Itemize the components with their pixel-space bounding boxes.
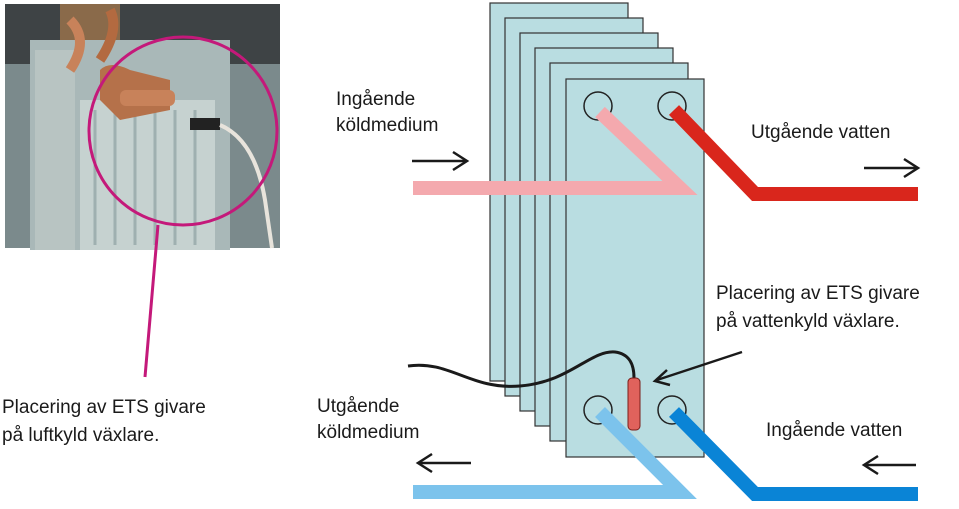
- refrigerant-out-pipe: [413, 407, 697, 499]
- plate-stack: [489, 2, 705, 458]
- refrigerant-out-label-line2: köldmedium: [317, 422, 420, 443]
- water-in-label: Ingående vatten: [766, 420, 903, 441]
- port-bottom-left: [583, 395, 613, 425]
- flow-arrow-right-icon: [412, 150, 470, 172]
- port-top-left: [583, 91, 613, 121]
- ets-water-label-line2: på vattenkyld växlare.: [716, 311, 900, 332]
- water-out-label: Utgående vatten: [751, 122, 891, 143]
- flow-arrow-left-icon: [415, 452, 471, 474]
- ets-water-label-line1: Placering av ETS givare: [716, 283, 920, 304]
- sensor-highlight-circle: [87, 35, 279, 227]
- refrigerant-in-label-line2: köldmedium: [336, 115, 439, 136]
- port-top-right: [657, 91, 687, 121]
- temperature-sensor-icon: [627, 377, 641, 431]
- water-out-pipe: [668, 105, 918, 201]
- sensor-cable: [407, 350, 636, 388]
- water-in-pipe: [669, 407, 918, 501]
- ets-air-label-line1: Placering av ETS givare: [2, 397, 206, 418]
- refrigerant-in-label-line1: Ingående: [336, 89, 416, 110]
- port-bottom-right: [657, 395, 687, 425]
- air-cooled-exchanger-photo: [5, 4, 280, 250]
- pointer-arrow-icon: [652, 350, 743, 387]
- flow-arrow-right-icon: [864, 157, 921, 179]
- refrigerant-out-label-line1: Utgående: [317, 396, 400, 417]
- refrigerant-in-pipe: [413, 106, 698, 195]
- flow-arrow-left-icon: [861, 454, 916, 476]
- sensor-pointer-line: [143, 224, 160, 378]
- ets-air-label-line2: på luftkyld växlare.: [2, 425, 160, 446]
